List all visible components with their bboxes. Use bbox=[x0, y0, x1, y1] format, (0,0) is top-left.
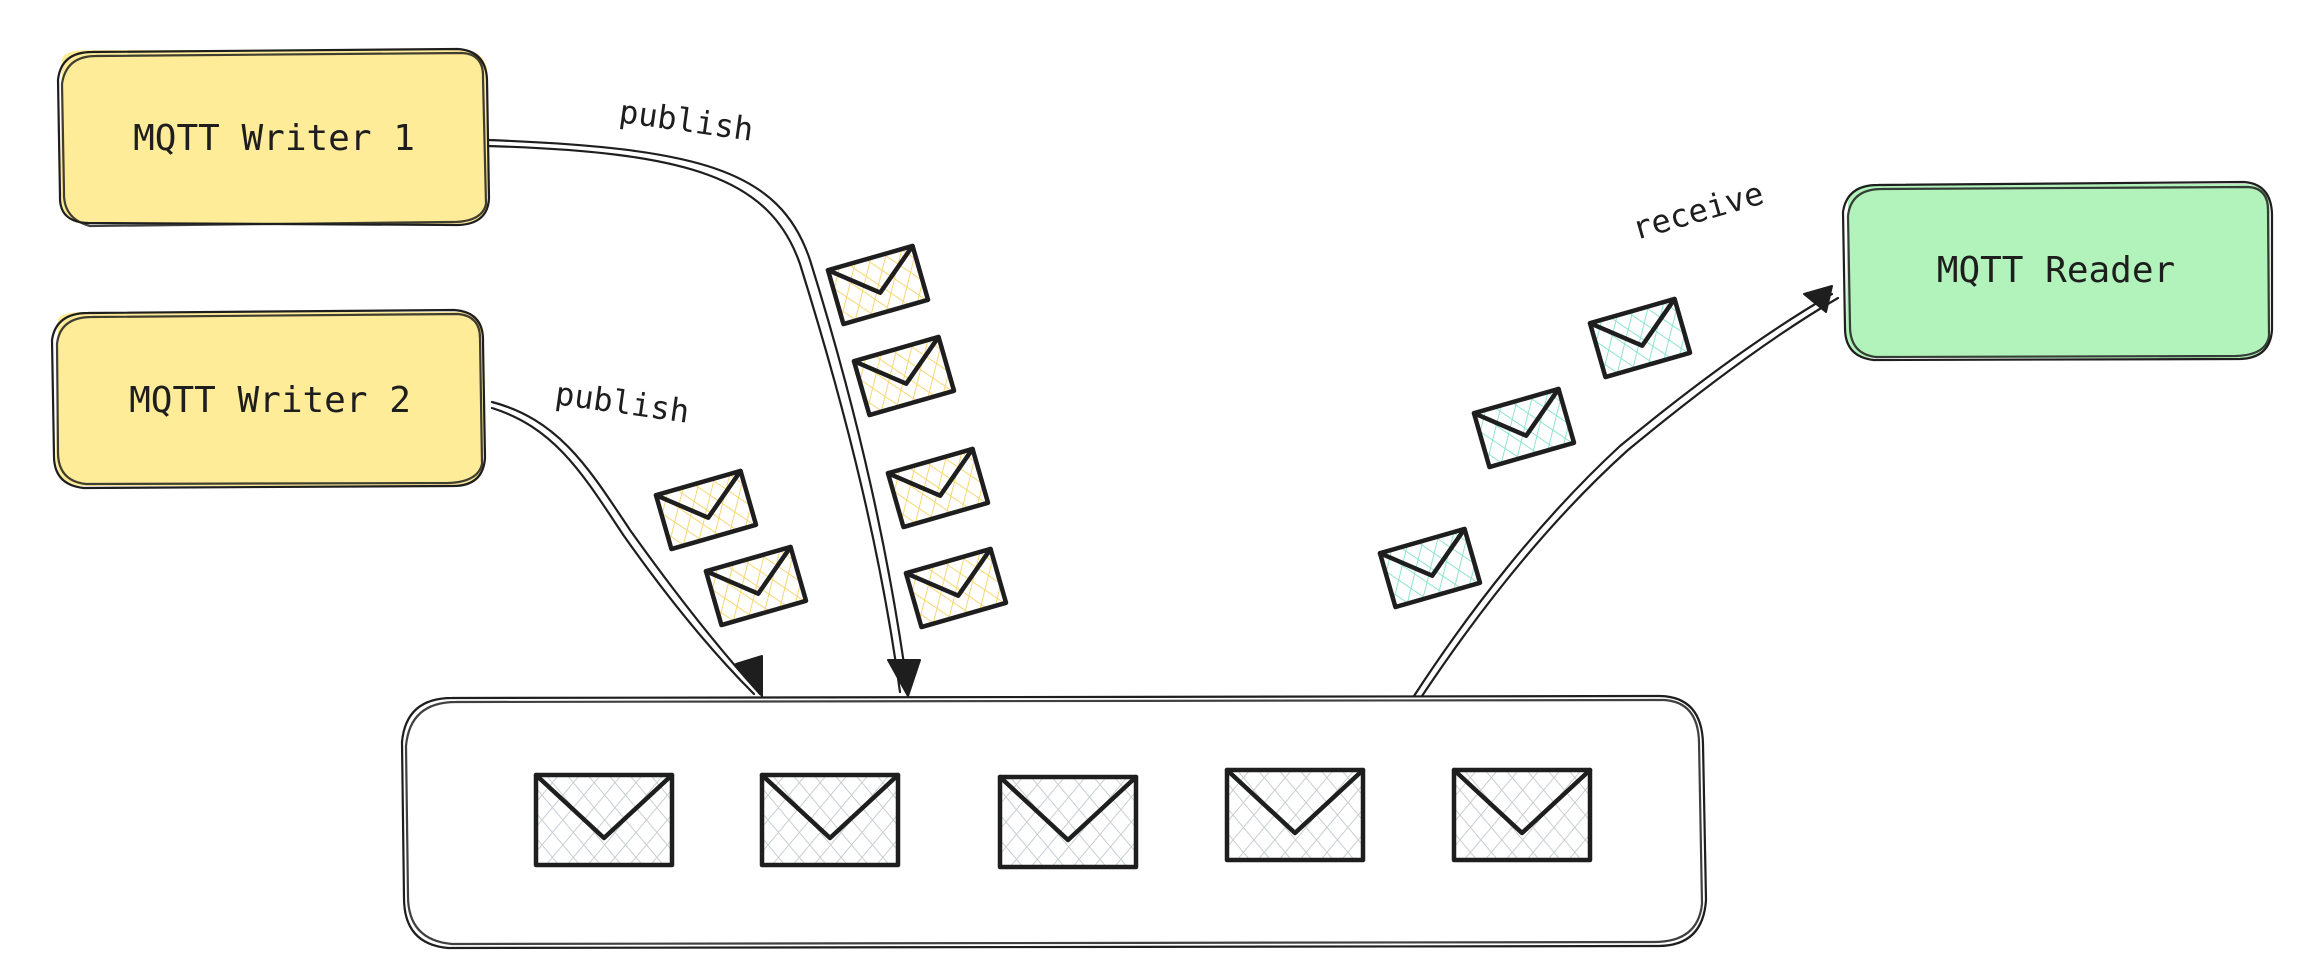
writer-1-fill bbox=[60, 50, 488, 224]
writer-1-publish-label: publish bbox=[617, 92, 756, 148]
envelope-icon bbox=[1451, 767, 1593, 863]
writer-1-node[interactable]: MQTT Writer 1 bbox=[56, 47, 491, 228]
envelope-icon bbox=[1587, 296, 1693, 380]
writer-2-label: MQTT Writer 2 bbox=[129, 380, 411, 421]
edge-writer1-publish: publish bbox=[486, 92, 921, 697]
reader-label: MQTT Reader bbox=[1937, 250, 2175, 291]
envelope-icon bbox=[533, 772, 675, 868]
reader-fill bbox=[1846, 184, 2270, 358]
reader-node[interactable]: MQTT Reader bbox=[1841, 180, 2274, 362]
broker-queue bbox=[400, 694, 1708, 950]
envelope-icon bbox=[885, 446, 991, 530]
envelope-icon bbox=[997, 774, 1139, 870]
edge-reader-receive: receive bbox=[1412, 174, 1840, 698]
envelope-icon bbox=[653, 468, 759, 552]
envelope-icon bbox=[1224, 767, 1366, 863]
reader-receive-label: receive bbox=[1628, 174, 1768, 248]
envelope-icon bbox=[1471, 386, 1577, 470]
envelope-icon bbox=[703, 544, 809, 628]
envelope-icon bbox=[759, 772, 901, 868]
envelope-icon bbox=[1377, 526, 1483, 610]
envelope-icon bbox=[825, 243, 931, 327]
writer-2-fill bbox=[56, 312, 484, 486]
writer-2-publish-label: publish bbox=[553, 374, 692, 430]
envelope-icon bbox=[851, 334, 957, 418]
writer-1-label: MQTT Writer 1 bbox=[133, 118, 415, 159]
envelope-icon bbox=[903, 546, 1009, 630]
writer-2-node[interactable]: MQTT Writer 2 bbox=[50, 308, 487, 490]
